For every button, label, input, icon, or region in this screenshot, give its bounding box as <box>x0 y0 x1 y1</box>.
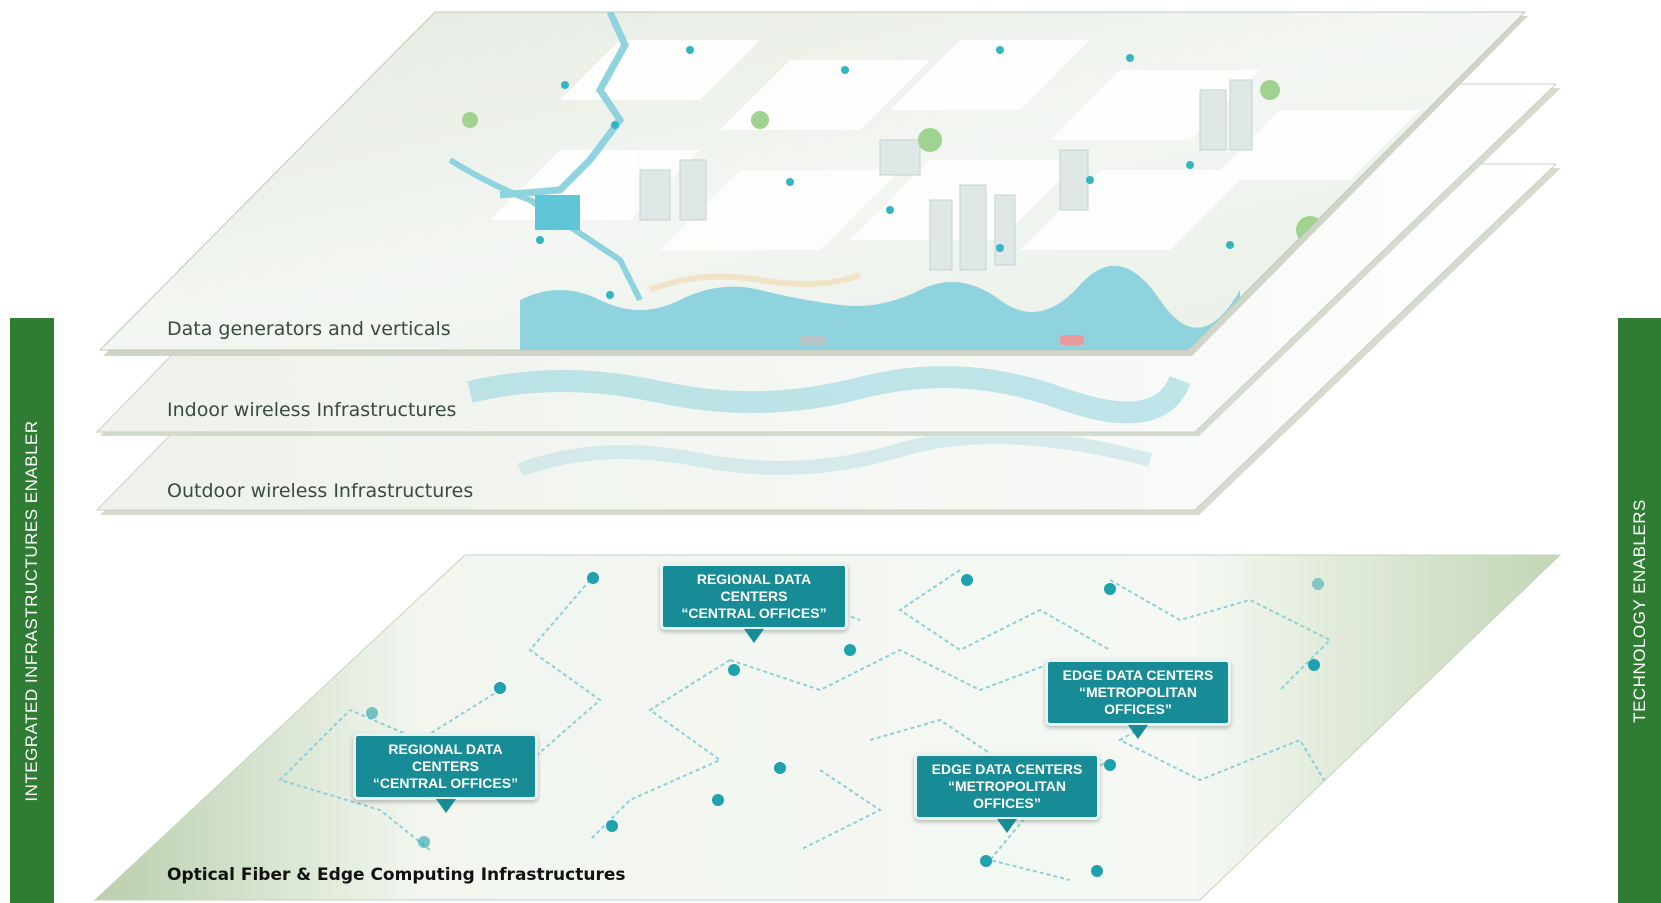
data-generators-layer <box>98 11 1528 356</box>
callout-line: “CENTRAL OFFICES” <box>372 775 519 791</box>
callout-line: EDGE DATA CENTERS <box>1062 667 1214 683</box>
edge-data-center-callout: EDGE DATA CENTERS “METROPOLITAN OFFICES” <box>1045 659 1231 739</box>
callout-line: CENTERS <box>412 758 479 774</box>
callout-line: REGIONAL DATA <box>696 571 812 587</box>
city-buildings <box>639 79 1253 271</box>
sensor-nodes <box>536 46 1234 299</box>
data-generators-label: Data generators and verticals <box>167 318 451 340</box>
waterfront <box>520 265 1240 350</box>
integrated-infrastructures-bar: INTEGRATED INFRASTRUCTURES ENABLER <box>10 318 54 903</box>
edge-data-center-callout: EDGE DATA CENTERS “METROPOLITAN OFFICES” <box>914 753 1100 833</box>
optical-fiber-label: Optical Fiber & Edge Computing Infrastru… <box>167 865 626 885</box>
canal <box>499 12 629 199</box>
indoor-wireless-label: Indoor wireless Infrastructures <box>167 399 457 421</box>
callout-line: OFFICES” <box>973 795 1041 811</box>
technology-enablers-bar: TECHNOLOGY ENABLERS <box>1618 318 1661 903</box>
callout-line: CENTERS <box>720 588 788 604</box>
callout-line: EDGE DATA CENTERS <box>931 761 1083 777</box>
regional-data-center-callout: REGIONAL DATA CENTERS “CENTRAL OFFICES” <box>660 563 848 643</box>
callout-line: “CENTRAL OFFICES” <box>681 605 827 621</box>
regional-data-center-callout: REGIONAL DATA CENTERS “CENTRAL OFFICES” <box>353 733 538 813</box>
callout-line: “METROPOLITAN <box>948 778 1066 794</box>
callout-line: OFFICES” <box>1104 701 1172 717</box>
outdoor-wireless-label: Outdoor wireless Infrastructures <box>167 480 474 502</box>
callout-line: REGIONAL DATA <box>388 741 503 757</box>
fiber-nodes <box>366 572 1324 877</box>
callout-line: “METROPOLITAN <box>1079 684 1197 700</box>
